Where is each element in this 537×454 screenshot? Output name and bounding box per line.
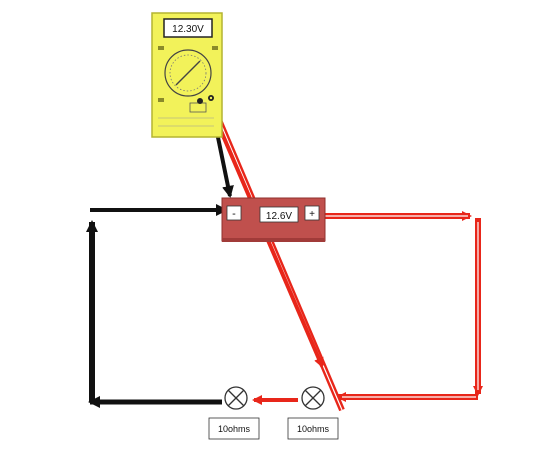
lamp-2-label: 10ohms (297, 424, 330, 434)
battery-label-box (259, 206, 299, 223)
multimeter-dial-pointer (175, 60, 201, 86)
lamp-2: 10ohms (287, 386, 339, 440)
positive-wire-loop (210, 106, 483, 412)
negative-wire-loop (86, 107, 234, 408)
lamp-1-label-box (208, 417, 260, 440)
lamp-1: 10ohms (208, 386, 260, 440)
battery-voltage-label: 12.6V (266, 211, 292, 222)
battery-negative-terminal (226, 205, 242, 221)
battery: - 12.6V + (221, 197, 326, 242)
multimeter-com-jack[interactable] (197, 98, 203, 104)
battery-negative-label: - (232, 208, 236, 220)
lamp-2-label-box (287, 417, 339, 440)
multimeter: 12.30V (151, 12, 223, 138)
battery-positive-label: + (309, 209, 315, 220)
multimeter-display (163, 18, 213, 38)
battery-positive-terminal (304, 205, 320, 221)
multimeter-reading: 12.30V (172, 24, 204, 35)
lamp-1-label: 10ohms (218, 424, 251, 434)
